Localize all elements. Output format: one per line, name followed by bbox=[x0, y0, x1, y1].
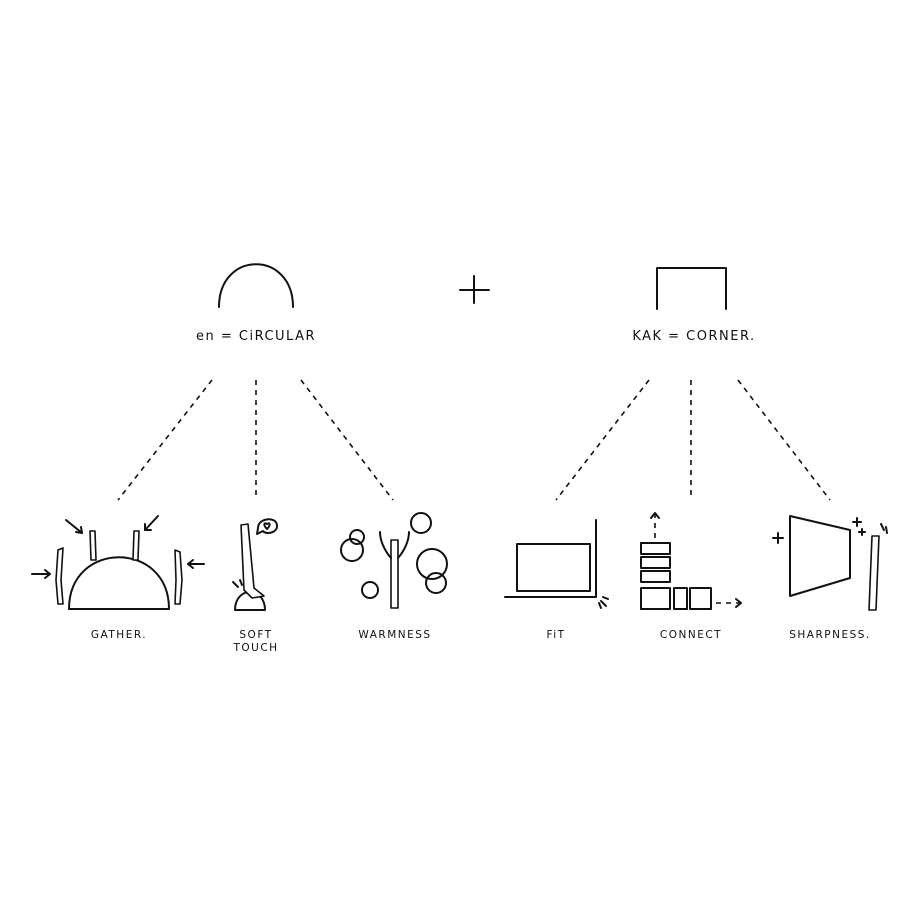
fit-label: FiT bbox=[546, 629, 565, 641]
root-circular-label: en = CiRCULAR bbox=[196, 329, 316, 344]
arrow-up-icon bbox=[650, 512, 660, 519]
bubble-icon bbox=[340, 538, 364, 562]
block-icon bbox=[640, 542, 671, 555]
soft-touch-label-line1: SOFT bbox=[239, 629, 272, 641]
connect-illustration: CONNECT bbox=[640, 512, 742, 641]
connector-warmness bbox=[300, 379, 394, 501]
fit-illustration: FiT bbox=[504, 519, 609, 641]
root-corner: KAK = CORNER. bbox=[632, 267, 755, 344]
branch-connectors bbox=[117, 379, 831, 501]
connector-gather bbox=[117, 379, 213, 501]
dome-icon bbox=[68, 556, 170, 610]
root-circular: en = CiRCULAR bbox=[196, 263, 316, 344]
connector-sharpness bbox=[737, 379, 831, 501]
sharpness-illustration: SHARPNESS. bbox=[772, 515, 888, 641]
corner-bracket-icon bbox=[656, 267, 727, 310]
root-corner-label: KAK = CORNER. bbox=[632, 329, 755, 344]
speech-bubble-icon bbox=[256, 518, 279, 535]
arrow-icon bbox=[31, 515, 205, 579]
corner-icon bbox=[504, 519, 597, 598]
rectangle-icon bbox=[516, 543, 591, 592]
connector-fit bbox=[555, 379, 650, 501]
heart-icon bbox=[263, 522, 271, 530]
sparkle-icon bbox=[772, 517, 888, 544]
trapezoid-icon bbox=[789, 515, 851, 597]
connect-label: CONNECT bbox=[660, 629, 722, 641]
arrow-right-icon bbox=[735, 598, 742, 608]
soft-touch-illustration: SOFT TOUCH bbox=[232, 518, 279, 654]
gather-label: GATHER. bbox=[91, 629, 147, 641]
arch-icon bbox=[218, 263, 294, 308]
sharpness-label: SHARPNESS. bbox=[789, 629, 871, 641]
plus-icon bbox=[459, 275, 490, 304]
warmness-label: WARMNESS bbox=[358, 629, 431, 641]
soft-touch-label-line2: TOUCH bbox=[232, 642, 278, 654]
warmness-illustration: WARMNESS bbox=[340, 512, 448, 641]
gather-illustration: GATHER. bbox=[31, 515, 205, 641]
